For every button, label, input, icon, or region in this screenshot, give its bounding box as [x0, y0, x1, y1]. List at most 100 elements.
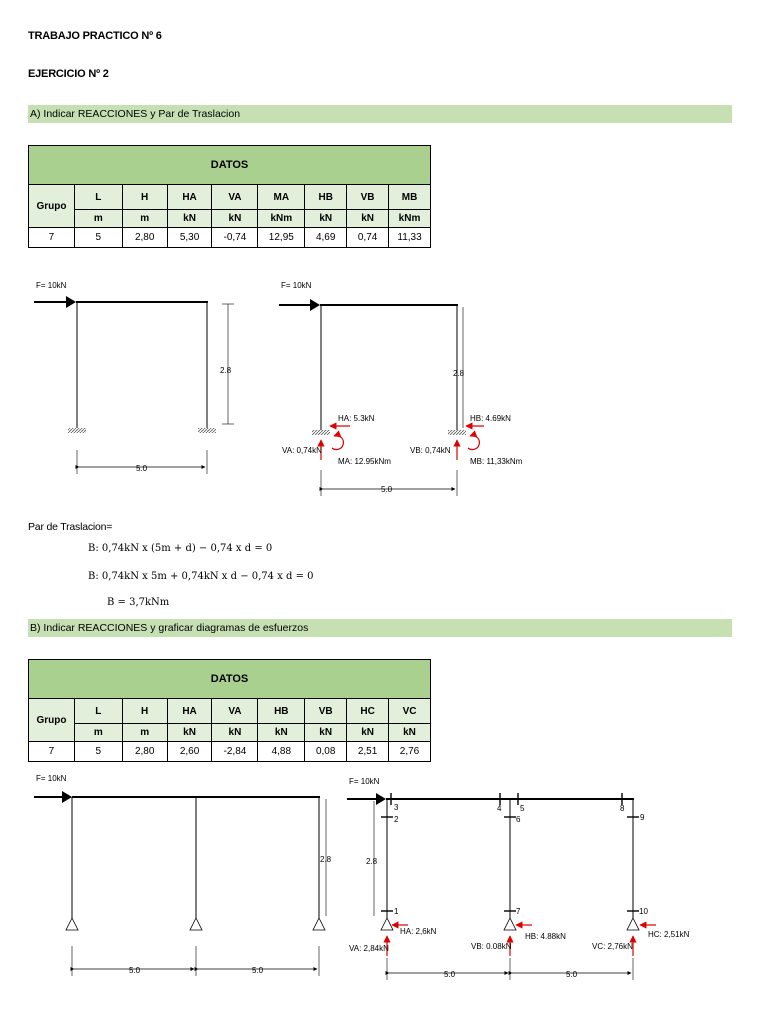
col-header: VB: [304, 698, 348, 724]
node-label: 9: [640, 813, 645, 822]
mb-arrow: [467, 430, 480, 451]
force-arrowhead: [376, 793, 386, 805]
va-label: VA: 2,84kN: [349, 944, 389, 953]
unit-cell: kN: [166, 209, 213, 228]
node-label: 6: [516, 815, 521, 824]
unit-cell: kN: [211, 209, 259, 228]
force-label: F= 10kN: [281, 281, 312, 290]
col-header: L: [73, 184, 123, 210]
equation-2: B: 0,74kN x 5m + 0,74kN x d − 0,74 x d =…: [88, 571, 314, 582]
pin-support-c: [312, 917, 326, 931]
node-label: 4: [497, 804, 502, 813]
pin-support-b: [189, 917, 203, 931]
col-header: H: [121, 698, 168, 724]
col-header: L: [73, 698, 123, 724]
unit-cell: kN: [388, 723, 431, 742]
data-table-a: DATOS Grupo L H HA VA MA HB VB MB m m kN…: [28, 145, 431, 248]
par-traslacion-label: Par de Traslacion=: [28, 521, 113, 533]
span-label: 5.0: [444, 970, 456, 979]
table-cell: 4,88: [257, 741, 306, 762]
unit-cell: kN: [346, 723, 390, 742]
fixed-support-b: [448, 430, 466, 435]
table-cell: 5: [73, 741, 123, 762]
table-cell: 2,51: [346, 741, 390, 762]
fixed-support-a: [312, 430, 330, 435]
group-label: Grupo: [28, 698, 75, 742]
frame-diagram-3: F= 10kN 2.8 5.0 5.0: [34, 774, 332, 976]
vc-label: VC: 2,76kN: [592, 942, 633, 951]
table-cell: 2,60: [166, 741, 213, 762]
vb-label: VB: 0.08kN: [471, 942, 512, 951]
table-cell: 7: [28, 741, 75, 762]
section-a-band: A) Indicar REACCIONES y Par de Traslacio…: [28, 105, 732, 123]
hb-label: HB: 4.88kN: [525, 932, 566, 941]
force-arrowhead: [62, 791, 72, 803]
unit-cell: kNm: [257, 209, 306, 228]
force-arrowhead: [310, 299, 320, 311]
pin-support-c: [626, 917, 640, 931]
height-label: 2.8: [320, 855, 332, 864]
col-header: VA: [211, 698, 259, 724]
table-cell: 2,76: [388, 741, 431, 762]
force-label: F= 10kN: [36, 774, 67, 783]
col-header: HA: [166, 698, 213, 724]
equation-1: B: 0,74kN x (5m + d) − 0,74 x d = 0: [88, 543, 273, 554]
ha-label: HA: 2,6kN: [400, 927, 437, 936]
force-arrowhead: [66, 296, 76, 308]
col-header: VC: [388, 698, 431, 724]
unit-cell: m: [73, 723, 123, 742]
height-label: 2.8: [220, 366, 232, 375]
unit-cell: kN: [257, 723, 306, 742]
table-cell: 0,08: [304, 741, 348, 762]
col-header: HB: [257, 698, 306, 724]
ma-arrow: [331, 430, 344, 451]
table-a-title: DATOS: [28, 145, 431, 185]
va-label: VA: 0,74kN: [282, 446, 322, 455]
span-label: 5.0: [136, 464, 148, 473]
node-label: 10: [639, 907, 648, 916]
frame-diagram-4: F= 10kN 1 2 3 4 5 6 7 8 9 10 2.8 HA:: [347, 777, 690, 980]
unit-cell: m: [73, 209, 123, 228]
col-header: H: [121, 184, 168, 210]
equation-3: B = 3,7kNm: [107, 597, 170, 608]
hc-label: HC: 2,51kN: [648, 930, 690, 939]
table-cell: -2,84: [211, 741, 259, 762]
col-header: VA: [211, 184, 259, 210]
pin-support-a: [380, 917, 394, 931]
pin-support-a: [65, 917, 79, 931]
node-label: 7: [516, 907, 521, 916]
exercise-title: EJERCICIO Nº 2: [28, 68, 109, 80]
hb-label: HB: 4.69kN: [470, 414, 511, 423]
force-label: F= 10kN: [36, 281, 67, 290]
section-b-band: B) Indicar REACCIONES y graficar diagram…: [28, 619, 732, 637]
col-header: HC: [346, 698, 390, 724]
col-header: VB: [346, 184, 390, 210]
span-label: 5.0: [252, 966, 264, 975]
frame-diagram-1: F= 10kN 2.8 5.0: [34, 281, 234, 474]
node-label: 2: [394, 815, 399, 824]
span-label: 5.0: [381, 485, 393, 494]
table-cell: 2,80: [121, 227, 168, 248]
node-label: 1: [394, 907, 399, 916]
col-header: HB: [304, 184, 348, 210]
table-cell: 5,30: [166, 227, 213, 248]
table-cell: 7: [28, 227, 75, 248]
pin-support-b: [503, 917, 517, 931]
height-label: 2.8: [453, 369, 465, 378]
fixed-support-a: [68, 428, 86, 433]
unit-cell: kN: [304, 723, 348, 742]
unit-cell: kNm: [388, 209, 431, 228]
data-table-b: DATOS Grupo L H HA VA HB VB HC VC m m kN…: [28, 659, 431, 762]
node-label: 5: [520, 804, 525, 813]
node-label: 3: [394, 803, 399, 812]
col-header: HA: [166, 184, 213, 210]
col-header: MB: [388, 184, 431, 210]
document-title: TRABAJO PRACTICO Nº 6: [28, 30, 162, 42]
group-label: Grupo: [28, 184, 75, 228]
unit-cell: kN: [166, 723, 213, 742]
node-label: 8: [620, 804, 625, 813]
frame-diagram-2: F= 10kN 2.8 HA: 5.3kN VA: 0,74kN MA: 12.…: [279, 281, 523, 496]
unit-cell: kN: [211, 723, 259, 742]
ha-label: HA: 5.3kN: [338, 414, 375, 423]
